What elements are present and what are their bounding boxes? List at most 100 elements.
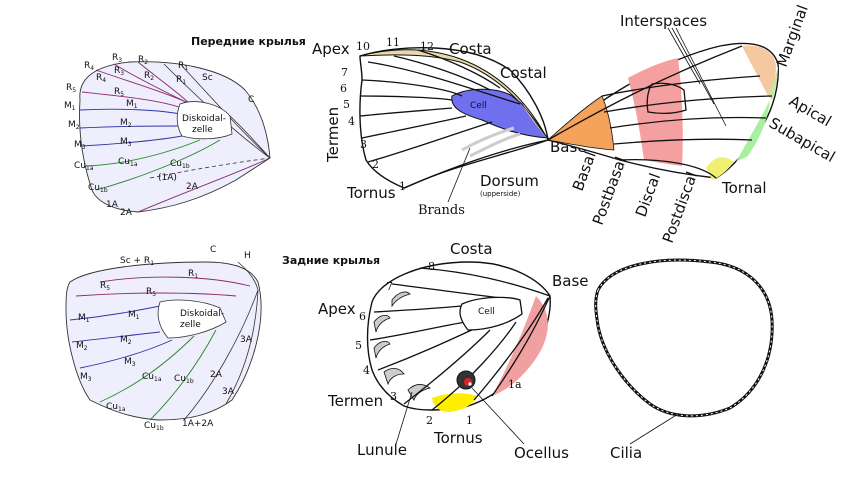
hindwing-venation — [65, 261, 262, 421]
label-r5: R5 — [66, 83, 76, 94]
region-vein-1 — [547, 45, 743, 141]
label-cell: Cell — [470, 101, 487, 111]
fw-vein-8 — [393, 55, 491, 91]
label-tornus: Tornus — [346, 184, 396, 202]
hw-label-cell: Cell — [478, 307, 495, 317]
forewing-venation — [79, 61, 271, 213]
label-r2-inner: R2 — [144, 71, 154, 82]
hindwing-outline — [65, 261, 262, 421]
hw-number-2: 2 — [426, 414, 433, 427]
interspaces-pointer-2 — [671, 27, 715, 105]
hw-vein-h — [237, 261, 259, 291]
hw-label-cu1b: Cu1b — [144, 421, 164, 432]
region-cell — [646, 82, 687, 114]
hw-part-vein-2 — [431, 321, 517, 411]
vein-2a — [137, 157, 271, 213]
hw-label-r5-inner: R5 — [146, 287, 156, 298]
hw-vein-2a — [183, 289, 259, 421]
hw-label-termen: Termen — [327, 392, 383, 410]
forewing-vein-labels: R4 R3 R2 R1 R3 R4 R2 R1 Sc C R5 R5 M1 M1… — [64, 53, 254, 218]
hw-label-base: Base — [552, 272, 589, 290]
label-cu1a: Cu1a — [74, 161, 94, 172]
hw-label-r1: R1 — [188, 269, 198, 280]
forewing-discoidal-cell — [176, 101, 233, 140]
label-c: C — [248, 95, 254, 105]
hw-number-3: 3 — [390, 390, 397, 403]
fw-vein-9 — [417, 49, 501, 89]
hw-label-m3-inner: M3 — [124, 357, 136, 368]
hw-part-vein-1a — [491, 295, 551, 397]
region-marginal — [742, 45, 776, 96]
label-m3-inner: M3 — [120, 137, 132, 148]
fw-vein-1 — [367, 61, 521, 105]
hw-label-m2-inner: M2 — [120, 335, 132, 346]
label-r4: R4 — [84, 61, 94, 72]
label-dorsum: Dorsum — [480, 172, 539, 190]
brands-pointer — [447, 147, 471, 203]
label-r5-inner: R5 — [114, 87, 124, 98]
vein-number-12: 12 — [420, 40, 434, 53]
lunule-4 — [383, 368, 405, 386]
label-m1-inner: M1 — [126, 99, 138, 110]
fw-vein-5 — [361, 115, 467, 139]
vein-number-7: 7 — [341, 66, 348, 79]
hw-label-3a-outer: 3A — [240, 335, 253, 345]
vein-number-10: 10 — [356, 40, 370, 53]
hw-label-m1: M1 — [78, 313, 90, 324]
hw-label-costa: Costa — [450, 240, 493, 258]
hw-number-4: 4 — [363, 364, 370, 377]
label-tornal: Tornal — [721, 179, 767, 197]
vein-m1 — [79, 108, 181, 115]
hw-vein-r5 — [75, 292, 237, 297]
hw-vein-cu1b — [149, 329, 217, 421]
vein-number-3: 3 — [360, 138, 367, 151]
hw-label-r5: R5 — [100, 281, 110, 292]
fw-vein-4 — [359, 107, 453, 117]
label-cu1b-inner: Cu1b — [170, 159, 190, 170]
hw-number-8: 8 — [428, 260, 435, 273]
region-vein-4 — [609, 116, 767, 129]
label-r4-inner: R4 — [96, 73, 106, 84]
hw-label-m2: M2 — [76, 341, 88, 352]
cell-highlight — [451, 88, 550, 139]
label-m1: M1 — [64, 101, 76, 112]
vein-cu1a — [85, 139, 201, 167]
vein-cell-base — [229, 115, 271, 159]
hw-vein-m3 — [79, 339, 173, 369]
hw-label-h: H — [244, 251, 251, 261]
hw-number-5: 5 — [355, 339, 362, 352]
fw-vein-7 — [403, 139, 549, 189]
vein-r2 — [137, 61, 191, 105]
hw-label-cu1a-inner: Cu1a — [142, 372, 162, 383]
fw-vein-3 — [359, 95, 453, 101]
label-brands: Brands — [418, 203, 465, 218]
lunule-2 — [373, 314, 391, 333]
hw-label-c: C — [210, 245, 216, 255]
label-costal: Costal — [500, 64, 547, 82]
region-apical — [768, 66, 778, 100]
hw-label-sc-r1: Sc + R1 — [120, 256, 154, 267]
vein-r3 — [113, 63, 191, 105]
label-postdiscal: Postdiscal — [659, 169, 701, 245]
hw-label-2a: 2A — [210, 370, 223, 380]
hw-vein-cu1a — [99, 335, 195, 403]
hw-number-6: 6 — [359, 310, 366, 323]
vein-1a — [149, 157, 271, 179]
region-tornal — [706, 157, 734, 180]
label-m2: M2 — [68, 120, 80, 131]
hw-label-diskoidal-1: Diskoidal- — [180, 309, 224, 319]
hw-label-diskoidal-2: zelle — [180, 320, 201, 330]
lunule-3 — [373, 340, 391, 359]
region-vein-6 — [619, 159, 717, 179]
vein-m2 — [79, 125, 181, 129]
vein-cu1b — [95, 139, 221, 191]
hw-part-vein-8 — [419, 267, 551, 297]
hw-vein-m2 — [71, 331, 161, 343]
hw-part-cell — [459, 296, 523, 331]
label-cilia: Cilia — [610, 444, 642, 462]
cilia-pointer — [629, 413, 679, 445]
hw-part-vein-1 — [473, 297, 549, 401]
hw-label-lunule: Lunule — [357, 441, 407, 459]
label-apex: Apex — [312, 40, 350, 58]
label-r2: R2 — [138, 55, 148, 66]
